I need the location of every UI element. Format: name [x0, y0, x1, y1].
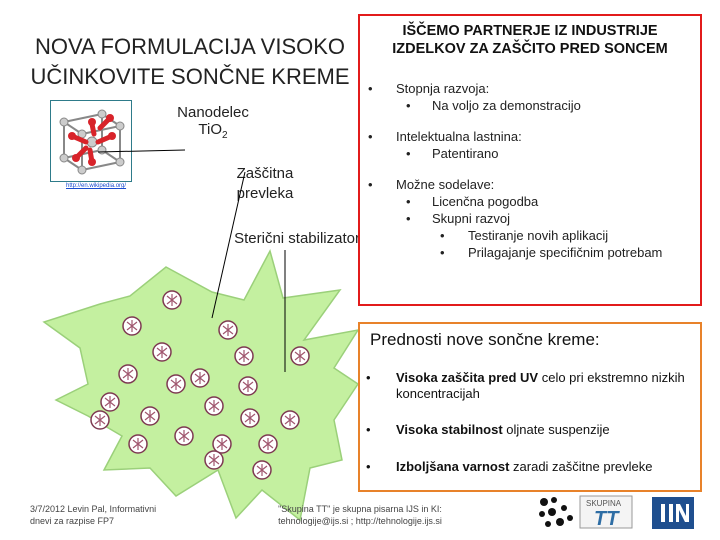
nanoparticle-symbol	[218, 320, 238, 340]
nanoparticle-formula: TiO2	[168, 121, 258, 141]
ip-label: Intelektualna lastnina:	[396, 129, 522, 144]
nanoparticle-symbol	[162, 290, 182, 310]
bullet: •	[366, 422, 371, 437]
nanoparticle-label: Nanodelec TiO2	[168, 104, 258, 141]
collab-item: Možne sodelave: Licenčna pogodba Skupni …	[368, 176, 698, 261]
nanoparticle-symbol	[100, 392, 120, 412]
advantage-1-text: celo pri ekstremno nizkih koncentracijah	[396, 370, 685, 401]
footer-date-author: 3/7/2012 Levin Pal, Informativni dnevi z…	[30, 503, 190, 527]
footer-center-line-1: "Skupina TT" je skupna pisarna IJS in KI…	[278, 504, 442, 514]
partners-list: Stopnja razvoja: Na voljo za demonstraci…	[368, 80, 698, 275]
logo-tt-mark: TT	[594, 508, 620, 530]
stage-value: Na voljo za demonstracijo	[396, 97, 698, 114]
coating-label-line-2: prevleka	[236, 185, 294, 202]
partners-box	[358, 14, 702, 306]
nanoparticle-symbol	[140, 406, 160, 426]
advantages-heading: Prednosti nove sončne kreme:	[370, 330, 600, 349]
ip-item: Intelektualna lastnina: Patentirano	[368, 128, 698, 162]
collab-sub-adapting: Prilagajanje specifičnim potrebam	[396, 244, 698, 261]
nanoparticle-symbol	[204, 450, 224, 470]
coating-label-line-1: Zaščitna	[236, 165, 294, 182]
nanoparticle-symbol	[152, 342, 172, 362]
advantages-box	[358, 322, 702, 492]
nanoparticle-symbol	[212, 434, 232, 454]
nanoparticle-symbol	[204, 396, 224, 416]
advantage-item: • Visoka stabilnost oljnate suspenzije	[366, 422, 698, 438]
nanoparticle-symbol	[118, 364, 138, 384]
nanoparticle-symbol	[240, 408, 260, 428]
stage-label: Stopnja razvoja:	[396, 81, 490, 96]
advantage-item: • Visoka zaščita pred UV celo pri ekstre…	[366, 370, 698, 402]
advantage-2-text: oljnate suspenzije	[502, 422, 610, 437]
advantage-2-bold: Visoka stabilnost	[396, 422, 503, 437]
title-line-2: UČINKOVITE SONČNE KREME	[30, 64, 350, 89]
nanoparticle-symbol	[238, 376, 258, 396]
formula-base: TiO	[198, 121, 223, 138]
nanoparticle-symbol	[280, 410, 300, 430]
nanoparticle-symbol	[166, 374, 186, 394]
coating-label: Zaščitna prevleka	[220, 164, 310, 204]
footer-left-line-2: dnevi za razpise FP7	[30, 516, 115, 526]
nanoparticle-symbol	[258, 434, 278, 454]
nanoparticle-label-text: Nanodelec	[177, 104, 249, 121]
particle-group	[90, 290, 310, 480]
bullet: •	[366, 459, 371, 474]
ijs-logo	[652, 497, 694, 529]
footer-contact: "Skupina TT" je skupna pisarna IJS in KI…	[245, 503, 475, 527]
logo-skupina-label: SKUPINA	[586, 499, 622, 508]
nanoparticle-symbol	[128, 434, 148, 454]
collab-option-joint: Skupni razvoj	[396, 210, 698, 227]
advantage-1-bold: Visoka zaščita pred UV	[396, 370, 539, 385]
page-title: NOVA FORMULACIJA VISOKO UČINKOVITE SONČN…	[30, 32, 350, 92]
collab-sub-testing: Testiranje novih aplikacij	[396, 227, 698, 244]
advantage-item: • Izboljšana varnost zaradi zaščitne pre…	[366, 459, 698, 475]
advantage-3-text: zaradi zaščitne prevleke	[509, 459, 653, 474]
nanoparticle-symbol	[122, 316, 142, 336]
title-line-1: NOVA FORMULACIJA VISOKO	[34, 34, 346, 59]
footer-center-line-2: tehnologije@ijs.si ; http://tehnologije.…	[278, 516, 442, 526]
nanoparticle-symbol	[252, 460, 272, 480]
crystal-structure-image	[50, 100, 132, 182]
stage-item: Stopnja razvoja: Na voljo za demonstraci…	[368, 80, 698, 114]
nanoparticle-symbol	[174, 426, 194, 446]
partners-heading-line-2: IZDELKOV ZA ZAŠČITO PRED SONCEM	[392, 41, 668, 57]
stabilizer-label: Sterični stabilizator	[234, 230, 360, 247]
nanoparticle-symbol	[190, 368, 210, 388]
image-source-link[interactable]: http://en.wikipedia.org/	[66, 183, 127, 189]
ip-value: Patentirano	[396, 145, 698, 162]
partners-heading: IŠČEMO PARTNERJE IZ INDUSTRIJE IZDELKOV …	[360, 22, 700, 58]
partners-heading-line-1: IŠČEMO PARTNERJE IZ INDUSTRIJE	[402, 23, 658, 39]
advantage-3-bold: Izboljšana varnost	[396, 459, 510, 474]
nanoparticle-symbol	[234, 346, 254, 366]
nanoparticle-symbol	[90, 410, 110, 430]
collab-label: Možne sodelave:	[396, 177, 495, 192]
collab-option-license: Licenčna pogodba	[396, 193, 698, 210]
bullet: •	[366, 370, 371, 385]
footer-left-line-1: 3/7/2012 Levin Pal, Informativni	[30, 504, 157, 514]
skupina-tt-logo: SKUPINA TT	[539, 495, 633, 530]
nanoparticle-symbol	[290, 346, 310, 366]
ijs-logo-mark	[661, 504, 689, 522]
formula-subscript: 2	[222, 130, 228, 141]
